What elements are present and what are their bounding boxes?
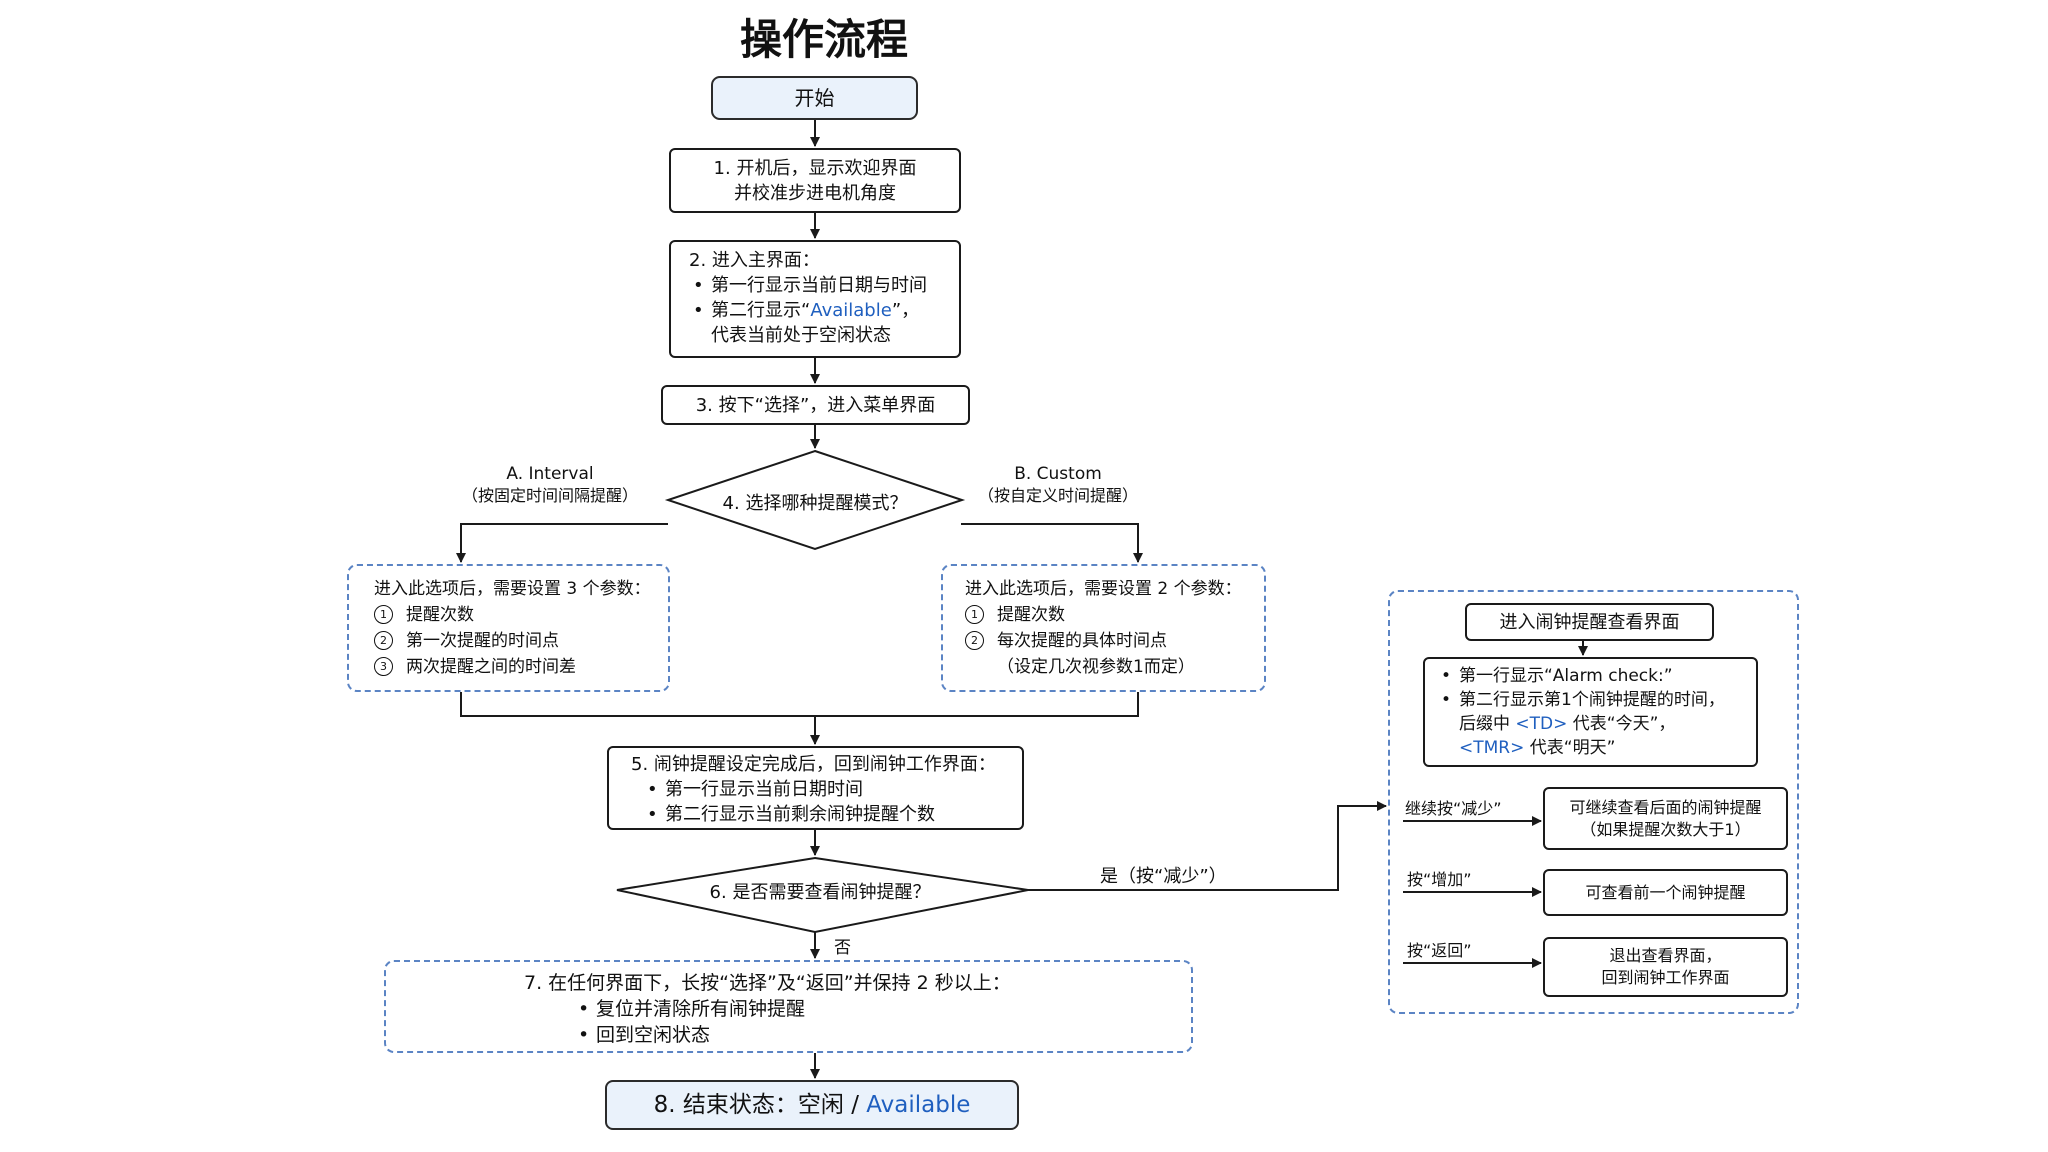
interval-param-2-text: 第一次提醒的时间点 [406, 631, 559, 651]
action-result-back: 退出查看界面， 回到闹钟工作界面 [1543, 937, 1788, 997]
step-1-line-1: 1. 开机后，显示欢迎界面 [713, 157, 917, 179]
step-5-box: 5. 闹钟提醒设定完成后，回到闹钟工作界面： 第一行显示当前日期时间 第二行显示… [607, 746, 1024, 830]
alarm-view-title: 进入闹钟提醒查看界面 [1499, 611, 1680, 633]
interval-param-2: 2 第一次提醒的时间点 [374, 628, 668, 654]
start-node: 开始 [711, 76, 918, 120]
step-7-bullet-2: 回到空闲状态 [574, 1022, 1191, 1048]
step-2-bullet-2-cont: 代表当前处于空闲状态 [711, 325, 891, 346]
action-result-increase-line-1: 可查看前一个闹钟提醒 [1585, 883, 1746, 902]
step-5-bullet-1: 第一行显示当前日期时间 [643, 777, 1022, 802]
available-text: Available [810, 300, 892, 321]
circled-number: 2 [374, 631, 393, 650]
interval-param-3-text: 两次提醒之间的时间差 [406, 657, 576, 677]
view-decision-diamond [616, 856, 1029, 934]
custom-params-note: （设定几次视参数1而定） [997, 657, 1195, 677]
alarm-info-box: 第一行显示“Alarm check:” 第二行显示第1个闹钟提醒的时间， 后缀中… [1423, 657, 1758, 767]
end-node: 8. 结束状态：空闲 / Available [605, 1080, 1019, 1130]
step-5-bullet-2: 第二行显示当前剩余闹钟提醒个数 [643, 802, 1022, 827]
branch-a-sub: （按固定时间间隔提醒） [461, 486, 638, 505]
action-key-back: 按“返回” [1407, 941, 1472, 960]
tmr-tag: <TMR> [1459, 738, 1525, 758]
circled-number: 2 [965, 631, 984, 650]
step-2-heading: 2. 进入主界面： [689, 250, 820, 271]
end-label-pre: 8. 结束状态：空闲 / [653, 1091, 867, 1118]
custom-param-2-text: 每次提醒的具体时间点 [997, 631, 1167, 651]
alarm-info-bullet-2: 第二行显示第1个闹钟提醒的时间， [1437, 688, 1756, 712]
step-1-box: 1. 开机后，显示欢迎界面 并校准步进电机角度 [669, 148, 961, 213]
interval-param-3: 3 两次提醒之间的时间差 [374, 654, 668, 680]
circled-number: 3 [374, 657, 393, 676]
custom-param-1-text: 提醒次数 [997, 605, 1065, 625]
step-4-label: 4. 选择哪种提醒模式？ [722, 493, 908, 514]
page-title: 操作流程 [739, 15, 908, 64]
step-2-b2-pre: 第二行显示“ [711, 300, 811, 321]
alarm-view-panel [1388, 590, 1799, 1014]
step-1-line-2: 并校准步进电机角度 [734, 182, 896, 204]
custom-param-2: 2 每次提醒的具体时间点 [965, 628, 1264, 654]
step-2-box: 2. 进入主界面： 第一行显示当前日期与时间 第二行显示“Available”，… [669, 240, 961, 358]
alarm-info-tmr-line: <TMR> 代表“明天” [1437, 736, 1756, 760]
action-result-back-line-1: 退出查看界面， [1609, 946, 1722, 965]
start-label: 开始 [794, 85, 835, 110]
step-3-box: 3. 按下“选择”，进入菜单界面 [661, 385, 970, 425]
end-label: 8. 结束状态：空闲 / Available [653, 1091, 971, 1118]
step-7-heading: 7. 在任何界面下，长按“选择”及“返回”并保持 2 秒以上： [524, 972, 1011, 994]
branch-b-label: B. Custom （按自定义时间提醒） [948, 463, 1168, 507]
alarm-info-bullet-1: 第一行显示“Alarm check:” [1437, 664, 1756, 688]
action-result-decrease-line-1: 可继续查看后面的闹钟提醒 [1569, 797, 1762, 817]
alarm-info-td-line: 后缀中 <TD> 代表“今天”， [1437, 712, 1756, 736]
step-2-bullet-1: 第一行显示当前日期与时间 [689, 273, 959, 298]
step-3-label: 3. 按下“选择”，进入菜单界面 [695, 394, 936, 416]
circled-number: 1 [965, 605, 984, 624]
circled-number: 1 [374, 605, 393, 624]
custom-params-heading: 进入此选项后，需要设置 2 个参数： [965, 579, 1242, 599]
custom-params-box: 进入此选项后，需要设置 2 个参数： 1 提醒次数 2 每次提醒的具体时间点 （设定… [941, 564, 1266, 692]
action-result-back-line-2: 回到闹钟工作界面 [1601, 968, 1730, 987]
interval-params-heading: 进入此选项后，需要设置 3 个参数： [374, 579, 651, 599]
td-tag: <TD> [1515, 714, 1568, 734]
action-result-increase: 可查看前一个闹钟提醒 [1543, 869, 1788, 916]
branch-b-sub: （按自定义时间提醒） [977, 486, 1138, 505]
branch-a-name: A. Interval [506, 464, 594, 484]
action-key-increase: 按“增加” [1407, 870, 1472, 889]
action-key-decrease: 继续按“减少” [1405, 799, 1502, 818]
interval-param-1: 1 提醒次数 [374, 602, 668, 628]
end-available-text: Available [866, 1091, 971, 1118]
branch-a-label: A. Interval （按固定时间间隔提醒） [440, 463, 660, 507]
tmr-meaning: 代表“明天” [1524, 738, 1616, 758]
custom-param-1: 1 提醒次数 [965, 602, 1264, 628]
step-5-heading: 5. 闹钟提醒设定完成后，回到闹钟工作界面： [631, 754, 996, 775]
alarm-info-prefix: 后缀中 [1459, 714, 1516, 734]
branch-b-name: B. Custom [1014, 464, 1102, 484]
yes-label: 是（按“减少”） [1100, 866, 1227, 887]
alarm-view-title-box: 进入闹钟提醒查看界面 [1465, 603, 1714, 641]
step-7-box: 7. 在任何界面下，长按“选择”及“返回”并保持 2 秒以上： 复位并清除所有闹… [384, 960, 1193, 1053]
step-7-bullet-1: 复位并清除所有闹钟提醒 [574, 996, 1191, 1022]
td-meaning: 代表“今天”， [1567, 714, 1676, 734]
mode-decision-diamond [664, 449, 966, 551]
interval-param-1-text: 提醒次数 [406, 605, 474, 625]
step-2-b2-post: ”， [891, 300, 920, 321]
step-6-label: 6. 是否需要查看闹钟提醒？ [709, 882, 931, 903]
action-result-decrease: 可继续查看后面的闹钟提醒 （如果提醒次数大于1） [1543, 787, 1788, 850]
no-label: 否 [834, 938, 851, 958]
action-result-decrease-line-2: （如果提醒次数大于1） [1580, 819, 1751, 839]
interval-params-box: 进入此选项后，需要设置 3 个参数： 1 提醒次数 2 第一次提醒的时间点 3 两次提… [347, 564, 670, 692]
step-2-bullet-2: 第二行显示“Available”， [689, 298, 959, 323]
